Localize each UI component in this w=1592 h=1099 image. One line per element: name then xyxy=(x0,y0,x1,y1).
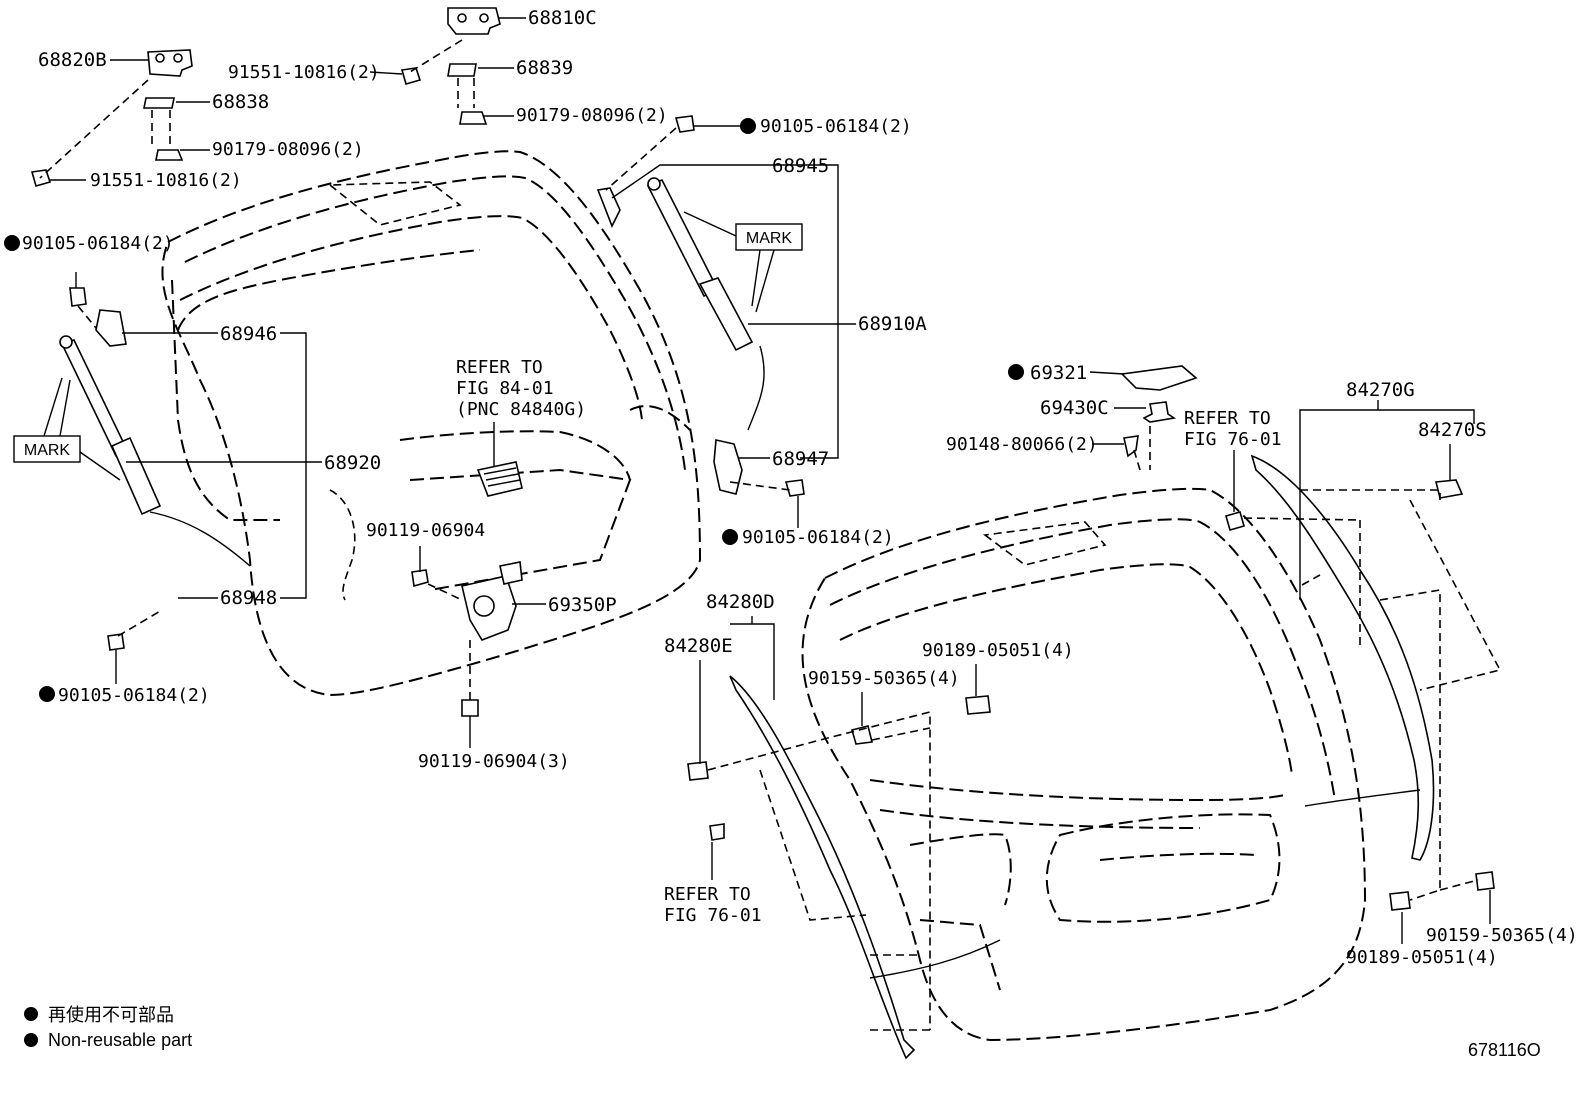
legend-row-en: Non-reusable part xyxy=(24,1027,192,1053)
label-90148: 90148-80066(2) xyxy=(946,434,1098,455)
label-90189-b: 90189-05051(4) xyxy=(1346,947,1498,968)
refer-84-line2: FIG 84-01 xyxy=(456,378,554,399)
label-91551-top: 91551-10816(2) xyxy=(228,62,380,83)
right-back-door-panel xyxy=(801,487,1367,1042)
legend-row-jp: 再使用不可部品 xyxy=(24,1001,192,1027)
label-90105-bottom-left: 90105-06184(2) xyxy=(58,685,210,706)
mark-box-right: MARK xyxy=(683,211,803,313)
refer-84-line3: (PNC 84840G) xyxy=(456,399,586,420)
refer-76a-line2: FIG 76-01 xyxy=(1184,429,1282,450)
trim-84280D xyxy=(729,675,1421,1060)
legend-dot-icon xyxy=(24,1033,38,1047)
lock-assembly-69350P xyxy=(461,561,523,641)
mark-label-right: MARK xyxy=(746,230,793,247)
label-91551-left: 91551-10816(2) xyxy=(90,170,242,191)
label-84280D: 84280D xyxy=(706,591,775,613)
label-68910A: 68910A xyxy=(858,313,927,335)
label-84270S: 84270S xyxy=(1418,419,1487,441)
non-reusable-dot xyxy=(4,235,20,251)
legend-text-en: Non-reusable part xyxy=(48,1029,193,1050)
trim-84270G xyxy=(1250,454,1435,861)
assembly-lines xyxy=(39,39,1502,1031)
legend: 再使用不可部品 Non-reusable part xyxy=(24,1001,192,1053)
damper-68910A xyxy=(596,177,765,495)
label-90105-top: 90105-06184(2) xyxy=(760,116,912,137)
label-68810C: 68810C xyxy=(528,7,597,29)
label-90189-a: 90189-05051(4) xyxy=(922,640,1074,661)
label-68946: 68946 xyxy=(220,323,277,345)
fasteners xyxy=(69,115,1495,911)
leader-lines xyxy=(50,17,1491,944)
non-reusable-markers xyxy=(4,118,1024,702)
non-reusable-dot xyxy=(740,118,756,134)
stopper-69321 xyxy=(1120,365,1198,423)
non-reusable-dot xyxy=(1008,364,1024,380)
hinge-68820B xyxy=(30,49,193,187)
label-84280E: 84280E xyxy=(664,635,733,657)
non-reusable-dot xyxy=(722,529,738,545)
legend-text-jp: 再使用不可部品 xyxy=(48,1005,174,1025)
label-90119-b: 90119-06904(3) xyxy=(418,751,570,772)
label-68838: 68838 xyxy=(212,91,269,113)
refer-76b-line2: FIG 76-01 xyxy=(664,905,762,926)
label-69321: 69321 xyxy=(1030,362,1087,384)
label-84270G: 84270G xyxy=(1346,379,1415,401)
refer-76a-line1: REFER TO xyxy=(1184,408,1271,429)
refer-84-line1: REFER TO xyxy=(456,357,543,378)
label-90159-a: 90159-50365(4) xyxy=(808,668,960,689)
non-reusable-dot xyxy=(39,686,55,702)
label-68948: 68948 xyxy=(220,587,277,609)
hinge-68810C xyxy=(400,7,501,125)
handle-switch-84840G xyxy=(476,461,523,497)
damper-68920 xyxy=(59,309,251,567)
label-68820B: 68820B xyxy=(38,49,107,71)
label-90179-top: 90179-08096(2) xyxy=(516,105,668,126)
legend-dot-icon xyxy=(24,1007,38,1021)
left-back-door-panel xyxy=(161,150,702,697)
label-90159-b: 90159-50365(4) xyxy=(1426,925,1578,946)
illustration-code: 678116O xyxy=(1468,1040,1541,1060)
refer-76b-line1: REFER TO xyxy=(664,884,751,905)
label-90179-left: 90179-08096(2) xyxy=(212,139,364,160)
label-90105-middle: 90105-06184(2) xyxy=(742,527,894,548)
label-68920: 68920 xyxy=(324,452,381,474)
part-labels: 68820B 68838 90179-08096(2) 91551-10816(… xyxy=(22,7,1578,968)
mark-label-left: MARK xyxy=(24,442,71,459)
label-68945: 68945 xyxy=(772,155,829,177)
label-90119-a: 90119-06904 xyxy=(366,520,485,541)
label-90105-left: 90105-06184(2) xyxy=(22,233,174,254)
label-68839: 68839 xyxy=(516,57,573,79)
label-68947: 68947 xyxy=(772,448,829,470)
label-69430C: 69430C xyxy=(1040,397,1109,419)
mark-box-left: MARK xyxy=(13,377,121,481)
label-69350P: 69350P xyxy=(548,594,617,616)
